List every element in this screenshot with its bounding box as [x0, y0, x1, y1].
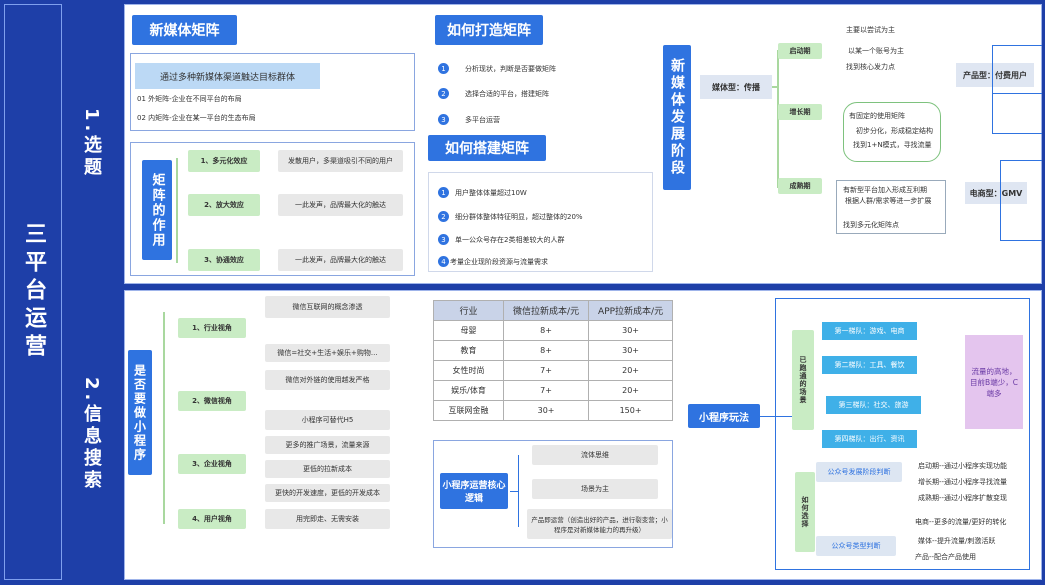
- how-setup-step-4: 考量企业现阶段资源与流量需求: [450, 258, 548, 266]
- effect-label-2: 2、放大效应: [188, 194, 260, 216]
- do-mini-title: 是否要做小程序: [128, 350, 152, 475]
- how-setup-title: 如何搭建矩阵: [428, 135, 546, 161]
- gzh-type-item-2: 媒体--提升流量/刺激活跃: [918, 537, 996, 545]
- table-row: 教育 8+ 30+: [433, 340, 673, 361]
- table-header: 行业: [433, 300, 504, 321]
- table-header-row: 行业 微信拉新成本/元 APP拉新成本/元: [433, 300, 673, 321]
- tier-2: 第二梯队：工具、餐饮: [822, 356, 917, 374]
- table-row: 母婴 8+ 30+: [433, 320, 673, 341]
- angle-label-1: 1、行业视角: [178, 318, 246, 338]
- main-title: 三平台运营: [21, 222, 46, 362]
- stage-title: 新媒体发展阶段: [663, 45, 691, 190]
- tier-4: 第四梯队：出行、资讯: [822, 430, 917, 448]
- core-logic-item-3: 产品即运营（创造出好的产品，进行裂变营；小程序是对新媒体能力的再升级）: [527, 509, 672, 539]
- matrix-role-box: [130, 142, 415, 276]
- section1-column: 1.选题: [66, 4, 116, 284]
- play-how-label: 如何选择: [795, 472, 815, 552]
- gzh-stage-item-3: 成熟期--通过小程序扩散变现: [918, 494, 1008, 502]
- how-setup-num-2: 2: [438, 211, 449, 222]
- core-logic-title: 小程序运营核心逻辑: [440, 473, 508, 509]
- how-build-title: 如何打造矩阵: [435, 15, 543, 45]
- play-title: 小程序玩法: [688, 404, 760, 428]
- effect-desc-1: 发散用户，多渠道吸引不同的用户: [278, 150, 403, 172]
- gzh-type-item-1: 电商--更多的流量/更好的转化: [915, 518, 1007, 526]
- table-header: APP拉新成本/元: [588, 300, 673, 321]
- angle-1-item-1: 微信互联网的概念渗透: [265, 296, 390, 318]
- angle-3-item-3: 更快的开发速度，更低的开发成本: [265, 484, 390, 502]
- tier-3: 第三梯队：社交、旅游: [826, 396, 921, 414]
- how-build-num-3: 3: [438, 114, 449, 125]
- growth-note-2: 初步分化，形成稳定结构: [856, 127, 933, 135]
- section2-label: 2.信息搜索: [81, 377, 102, 493]
- how-setup-box: [428, 172, 653, 272]
- table-header: 微信拉新成本/元: [502, 300, 590, 321]
- phase-mature: 成熟期: [778, 178, 822, 194]
- startup-note-3: 找到核心发力点: [846, 63, 895, 71]
- ecommerce-type-box: 电商型：GMV: [965, 182, 1027, 204]
- section2-column: 2.信息搜索: [66, 290, 116, 580]
- angle-label-3: 3、企业视角: [178, 454, 246, 474]
- mature-note-1: 有新型平台加入形成互利期: [843, 186, 927, 194]
- gzh-stage-item-2: 增长期--通过小程序寻找流量: [918, 478, 1008, 486]
- effect-label-3: 3、协通效应: [188, 249, 260, 271]
- angle-1-item-2: 微信=社交+生活+娱乐+购物...: [265, 344, 390, 362]
- matrix-item-2: 02 内矩阵-企业在某一平台的生态布局: [137, 114, 256, 122]
- table-row: 女性时尚 7+ 20+: [433, 360, 673, 381]
- how-setup-step-1: 用户整体体量超过10W: [455, 189, 527, 197]
- section1-label: 1.选题: [81, 108, 102, 180]
- effect-label-1: 1、多元化效应: [188, 150, 260, 172]
- table-row: 娱乐/体育 7+ 20+: [433, 380, 673, 401]
- how-setup-num-4: 4: [438, 256, 449, 267]
- how-build-step-3: 多平台运营: [465, 116, 500, 124]
- matrix-title: 新媒体矩阵: [132, 15, 237, 45]
- mature-note-3: 找到多元化矩阵点: [843, 221, 899, 229]
- core-logic-box: [433, 440, 673, 548]
- growth-cloud: [843, 102, 941, 162]
- angle-label-4: 4、用户视角: [178, 509, 246, 529]
- how-build-num-1: 1: [438, 63, 449, 74]
- how-setup-step-3: 单一公众号存在2类相差较大的人群: [455, 236, 565, 244]
- core-logic-item-2: 场景为主: [532, 479, 658, 499]
- play-scene-label: 已跑通的场景: [792, 330, 814, 430]
- traffic-note: 流量的高地，目前B端少，C端多: [965, 335, 1023, 429]
- how-setup-num-1: 1: [438, 187, 449, 198]
- angle-2-item-1: 微信对外链的使用越发严格: [265, 370, 390, 390]
- angle-4-item-1: 用完即走、无需安装: [265, 509, 390, 529]
- gzh-stage-item-1: 启动期--通过小程序实现功能: [918, 462, 1008, 470]
- how-setup-num-3: 3: [438, 234, 449, 245]
- growth-note-1: 有固定的使用矩阵: [849, 112, 905, 120]
- gzh-type: 公众号类型判断: [816, 536, 896, 556]
- mature-box: [836, 180, 946, 234]
- how-build-step-2: 选择合适的平台，搭建矩阵: [465, 90, 549, 98]
- effect-desc-3: 一此发声，品牌最大化的触达: [278, 249, 403, 271]
- phase-growth: 增长期: [778, 104, 822, 120]
- startup-note-2: 以某一个账号为主: [848, 47, 904, 55]
- cost-table: 行业 微信拉新成本/元 APP拉新成本/元 母婴 8+ 30+ 教育 8+ 30…: [433, 300, 673, 421]
- angle-2-item-2: 小程序可替代H5: [265, 410, 390, 430]
- angle-label-2: 2、微信视角: [178, 391, 246, 411]
- matrix-subtitle: 通过多种新媒体渠道触达目标群体: [135, 63, 320, 89]
- gzh-stage: 公众号发展阶段判断: [816, 462, 902, 482]
- startup-note-1: 主要以尝试为主: [846, 26, 895, 34]
- matrix-role-title: 矩阵的作用: [142, 160, 172, 260]
- how-setup-step-2: 细分群体整体特征明显，超过整体的20%: [455, 213, 583, 221]
- product-type-box: 产品型：付费用户: [956, 63, 1034, 87]
- angle-3-item-1: 更多的推广场景，流量来源: [265, 436, 390, 454]
- growth-note-3: 找到1+N模式，寻找流量: [853, 141, 932, 149]
- core-logic-item-1: 流体思维: [532, 445, 658, 465]
- effect-desc-2: 一此发声，品牌最大化的触达: [278, 194, 403, 216]
- mature-note-2: 根据人群/需求等进一步扩展: [845, 197, 932, 205]
- media-type-box: 媒体型：传播: [700, 75, 772, 99]
- main-title-column: 三平台运营: [4, 4, 62, 580]
- angle-3-item-2: 更低的拉新成本: [265, 460, 390, 478]
- table-row: 互联网金融 30+ 150+: [433, 400, 673, 421]
- how-build-num-2: 2: [438, 88, 449, 99]
- phase-startup: 启动期: [778, 43, 822, 59]
- how-build-step-1: 分析现状，判断是否要做矩阵: [465, 65, 556, 73]
- tier-1: 第一梯队：游戏、电商: [822, 322, 917, 340]
- play-frame: [775, 298, 1030, 570]
- gzh-type-item-3: 产品--配合产品使用: [915, 553, 977, 561]
- matrix-item-1: 01 外矩阵-企业在不同平台的布局: [137, 95, 242, 103]
